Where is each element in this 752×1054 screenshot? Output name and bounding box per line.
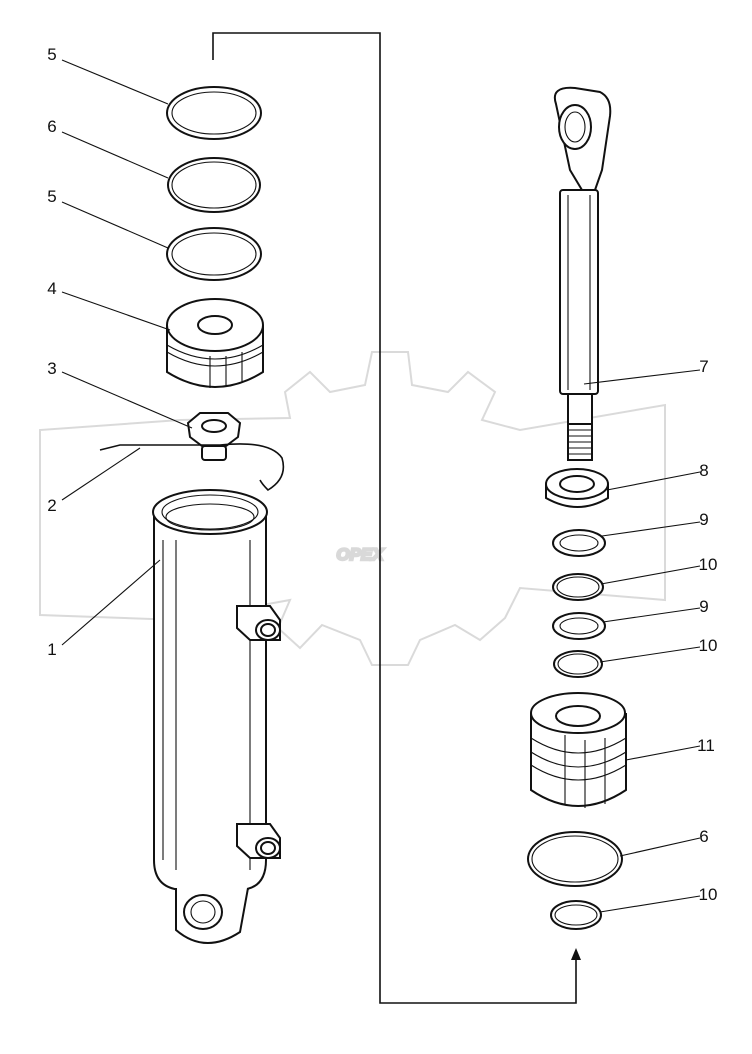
part-11-piston bbox=[530, 692, 627, 808]
leader-lines bbox=[61, 59, 701, 913]
callout-7: 7 bbox=[699, 357, 708, 376]
callout-10-middle: 10 bbox=[699, 636, 718, 655]
part-2-wire bbox=[99, 443, 285, 492]
callout-10-upper: 10 bbox=[699, 555, 718, 574]
watermark: OPEX bbox=[39, 351, 666, 666]
part-3-fitting-nut bbox=[186, 412, 242, 461]
part-10-ring-middle bbox=[553, 650, 603, 678]
callout-8: 8 bbox=[699, 461, 708, 480]
watermark-text: OPEX bbox=[336, 545, 385, 564]
part-1-cylinder-barrel bbox=[152, 489, 281, 944]
callout-6-lower: 6 bbox=[699, 827, 708, 846]
callout-6-top: 6 bbox=[47, 117, 56, 136]
callout-3: 3 bbox=[47, 359, 56, 378]
cylinder-lower-port bbox=[236, 823, 281, 859]
callout-10-lower: 10 bbox=[699, 885, 718, 904]
callout-labels: 5 6 5 4 3 2 1 7 8 9 10 9 10 11 6 10 bbox=[47, 45, 717, 904]
part-4-gland bbox=[166, 298, 264, 388]
part-10-ring-lower bbox=[550, 900, 602, 930]
part-6-backup-ring-lower bbox=[527, 831, 623, 887]
part-9-ring-lower bbox=[552, 612, 606, 640]
part-8-rod-nut bbox=[545, 468, 609, 508]
part-9-ring-upper bbox=[552, 529, 606, 557]
callout-2: 2 bbox=[47, 496, 56, 515]
part-10-ring-upper bbox=[552, 573, 604, 601]
watermark-gear bbox=[39, 351, 666, 666]
part-5-o-ring-lower bbox=[166, 227, 262, 281]
callout-5-lower: 5 bbox=[47, 187, 56, 206]
part-7-piston-rod bbox=[553, 86, 612, 461]
part-5-o-ring-top bbox=[166, 86, 262, 140]
callout-9-upper: 9 bbox=[699, 510, 708, 529]
callout-9-lower: 9 bbox=[699, 597, 708, 616]
callout-11: 11 bbox=[697, 736, 715, 755]
connector-arrowhead bbox=[571, 948, 581, 960]
cylinder-eye-mount bbox=[175, 887, 249, 944]
callout-4: 4 bbox=[47, 279, 56, 298]
callout-1: 1 bbox=[47, 640, 56, 659]
cylinder-upper-port bbox=[236, 605, 281, 641]
callout-5-top: 5 bbox=[47, 45, 56, 64]
part-6-backup-ring-top bbox=[167, 157, 261, 213]
assembly-connector-line bbox=[212, 32, 577, 1004]
